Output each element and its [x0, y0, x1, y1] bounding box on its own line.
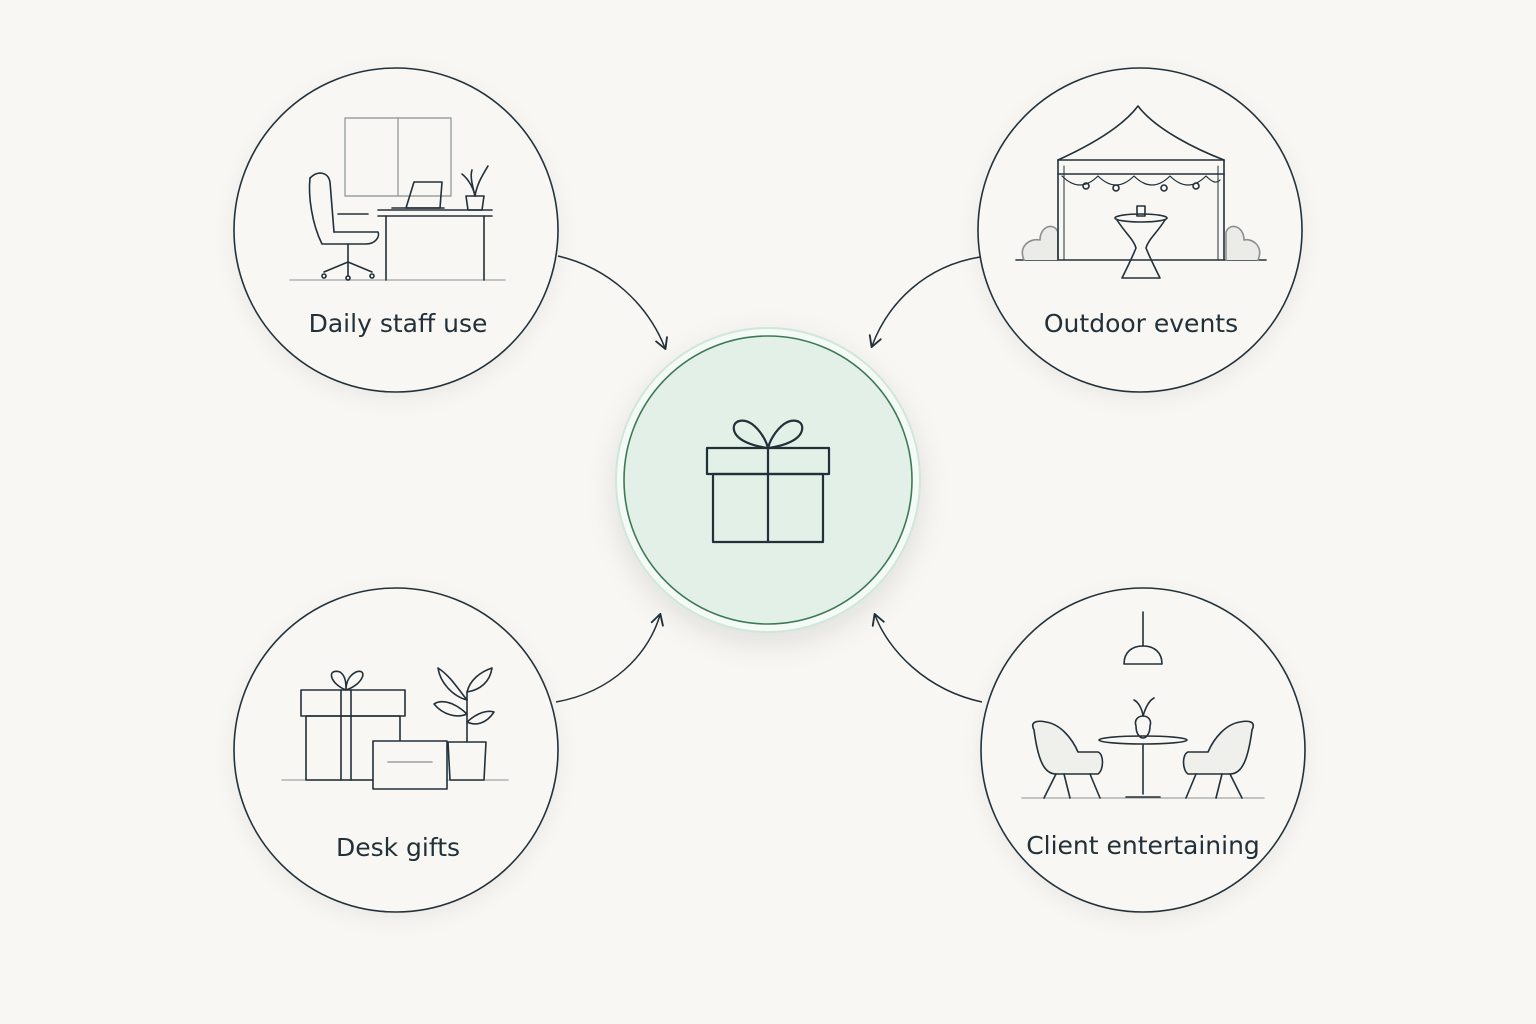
gift-box-and-plant-icon	[281, 667, 509, 790]
office-desk-icon	[289, 117, 506, 281]
center-hub	[615, 327, 921, 633]
node-outdoor-events: Outdoor events	[977, 67, 1303, 393]
gift-icon	[705, 419, 831, 544]
arrow-desk-gifts	[555, 612, 664, 703]
arrow-outdoor-events	[868, 256, 981, 349]
node-daily-staff-use: Daily staff use	[233, 67, 559, 393]
node-label-daily-staff-use: Daily staff use	[309, 309, 488, 338]
arrow-client-entertaining	[871, 612, 983, 703]
node-desk-gifts: Desk gifts	[233, 587, 559, 913]
node-label-desk-gifts: Desk gifts	[336, 833, 460, 862]
node-label-client-entertaining: Client entertaining	[1026, 831, 1260, 860]
node-label-outdoor-events: Outdoor events	[1044, 309, 1238, 338]
arrow-daily-staff-use	[557, 255, 668, 351]
node-client-entertaining: Client entertaining	[980, 587, 1306, 913]
event-tent-icon	[1015, 105, 1267, 279]
connector-arrows	[555, 255, 983, 703]
lounge-table-icon	[1021, 611, 1265, 799]
